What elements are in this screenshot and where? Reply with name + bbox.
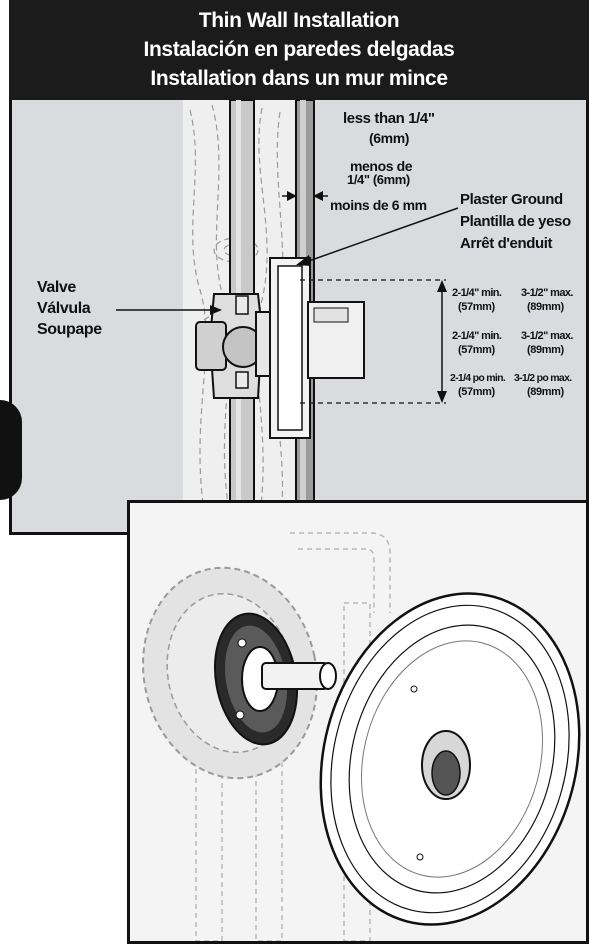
- dimension-arrow: [437, 280, 447, 403]
- dim-row2-min: 2-1/4" min.: [452, 330, 502, 342]
- dim-row3-max: 3-1/2 po max.: [514, 372, 572, 384]
- valve-leader: [116, 305, 222, 315]
- valve-label-spanish: Válvula: [37, 300, 91, 317]
- step-badge: [0, 400, 22, 500]
- dim-row1-min-metric: (57mm): [458, 301, 495, 313]
- plaster-ground-spanish: Plantilla de yeso: [460, 213, 571, 230]
- wall-note-english-metric: (6mm): [369, 130, 410, 146]
- wall-thickness-arrows: [282, 191, 328, 201]
- title-spanish: Instalación en paredes delgadas: [143, 38, 455, 61]
- plaster-ground-guard: [269, 257, 365, 439]
- wall-note-english: less than 1/4": [343, 110, 435, 127]
- dim-row3-min-metric: (57mm): [458, 386, 495, 398]
- dim-row2-min-metric: (57mm): [458, 344, 495, 356]
- trim-illustration: [142, 532, 581, 942]
- dim-row2-max-metric: (89mm): [527, 344, 564, 356]
- dim-row3-min: 2-1/4 po min.: [450, 372, 506, 384]
- plaster-ground-english: Plaster Ground: [460, 191, 563, 208]
- title-english: Thin Wall Installation: [198, 9, 400, 32]
- dim-row2-max: 3-1/2" max.: [521, 330, 573, 342]
- dim-row1-max-metric: (89mm): [527, 301, 564, 313]
- plaster-ground-leader: [296, 207, 459, 266]
- wall-note-spanish-2: 1/4" (6mm): [347, 172, 410, 187]
- dim-row1-min: 2-1/4" min.: [452, 287, 502, 299]
- title-french: Installation dans un mur mince: [150, 67, 448, 90]
- trim-installation-inset: [127, 500, 589, 944]
- dim-row1-max: 3-1/2" max.: [521, 287, 573, 299]
- title-banner: Thin Wall Installation Instalación en pa…: [9, 0, 589, 100]
- dim-row3-max-metric: (89mm): [527, 386, 564, 398]
- cross-section-diagram: [116, 99, 459, 533]
- wall-note-french: moins de 6 mm: [330, 197, 427, 213]
- plaster-ground-french: Arrêt d'enduit: [460, 235, 553, 252]
- valve-cartridge: [213, 612, 337, 746]
- valve-label-english: Valve: [37, 279, 76, 296]
- dimension-lines: [300, 279, 446, 404]
- wall-note-spanish-1: menos de: [350, 158, 413, 174]
- valve-label-french: Soupape: [37, 321, 102, 338]
- escutcheon-plate: [319, 592, 581, 926]
